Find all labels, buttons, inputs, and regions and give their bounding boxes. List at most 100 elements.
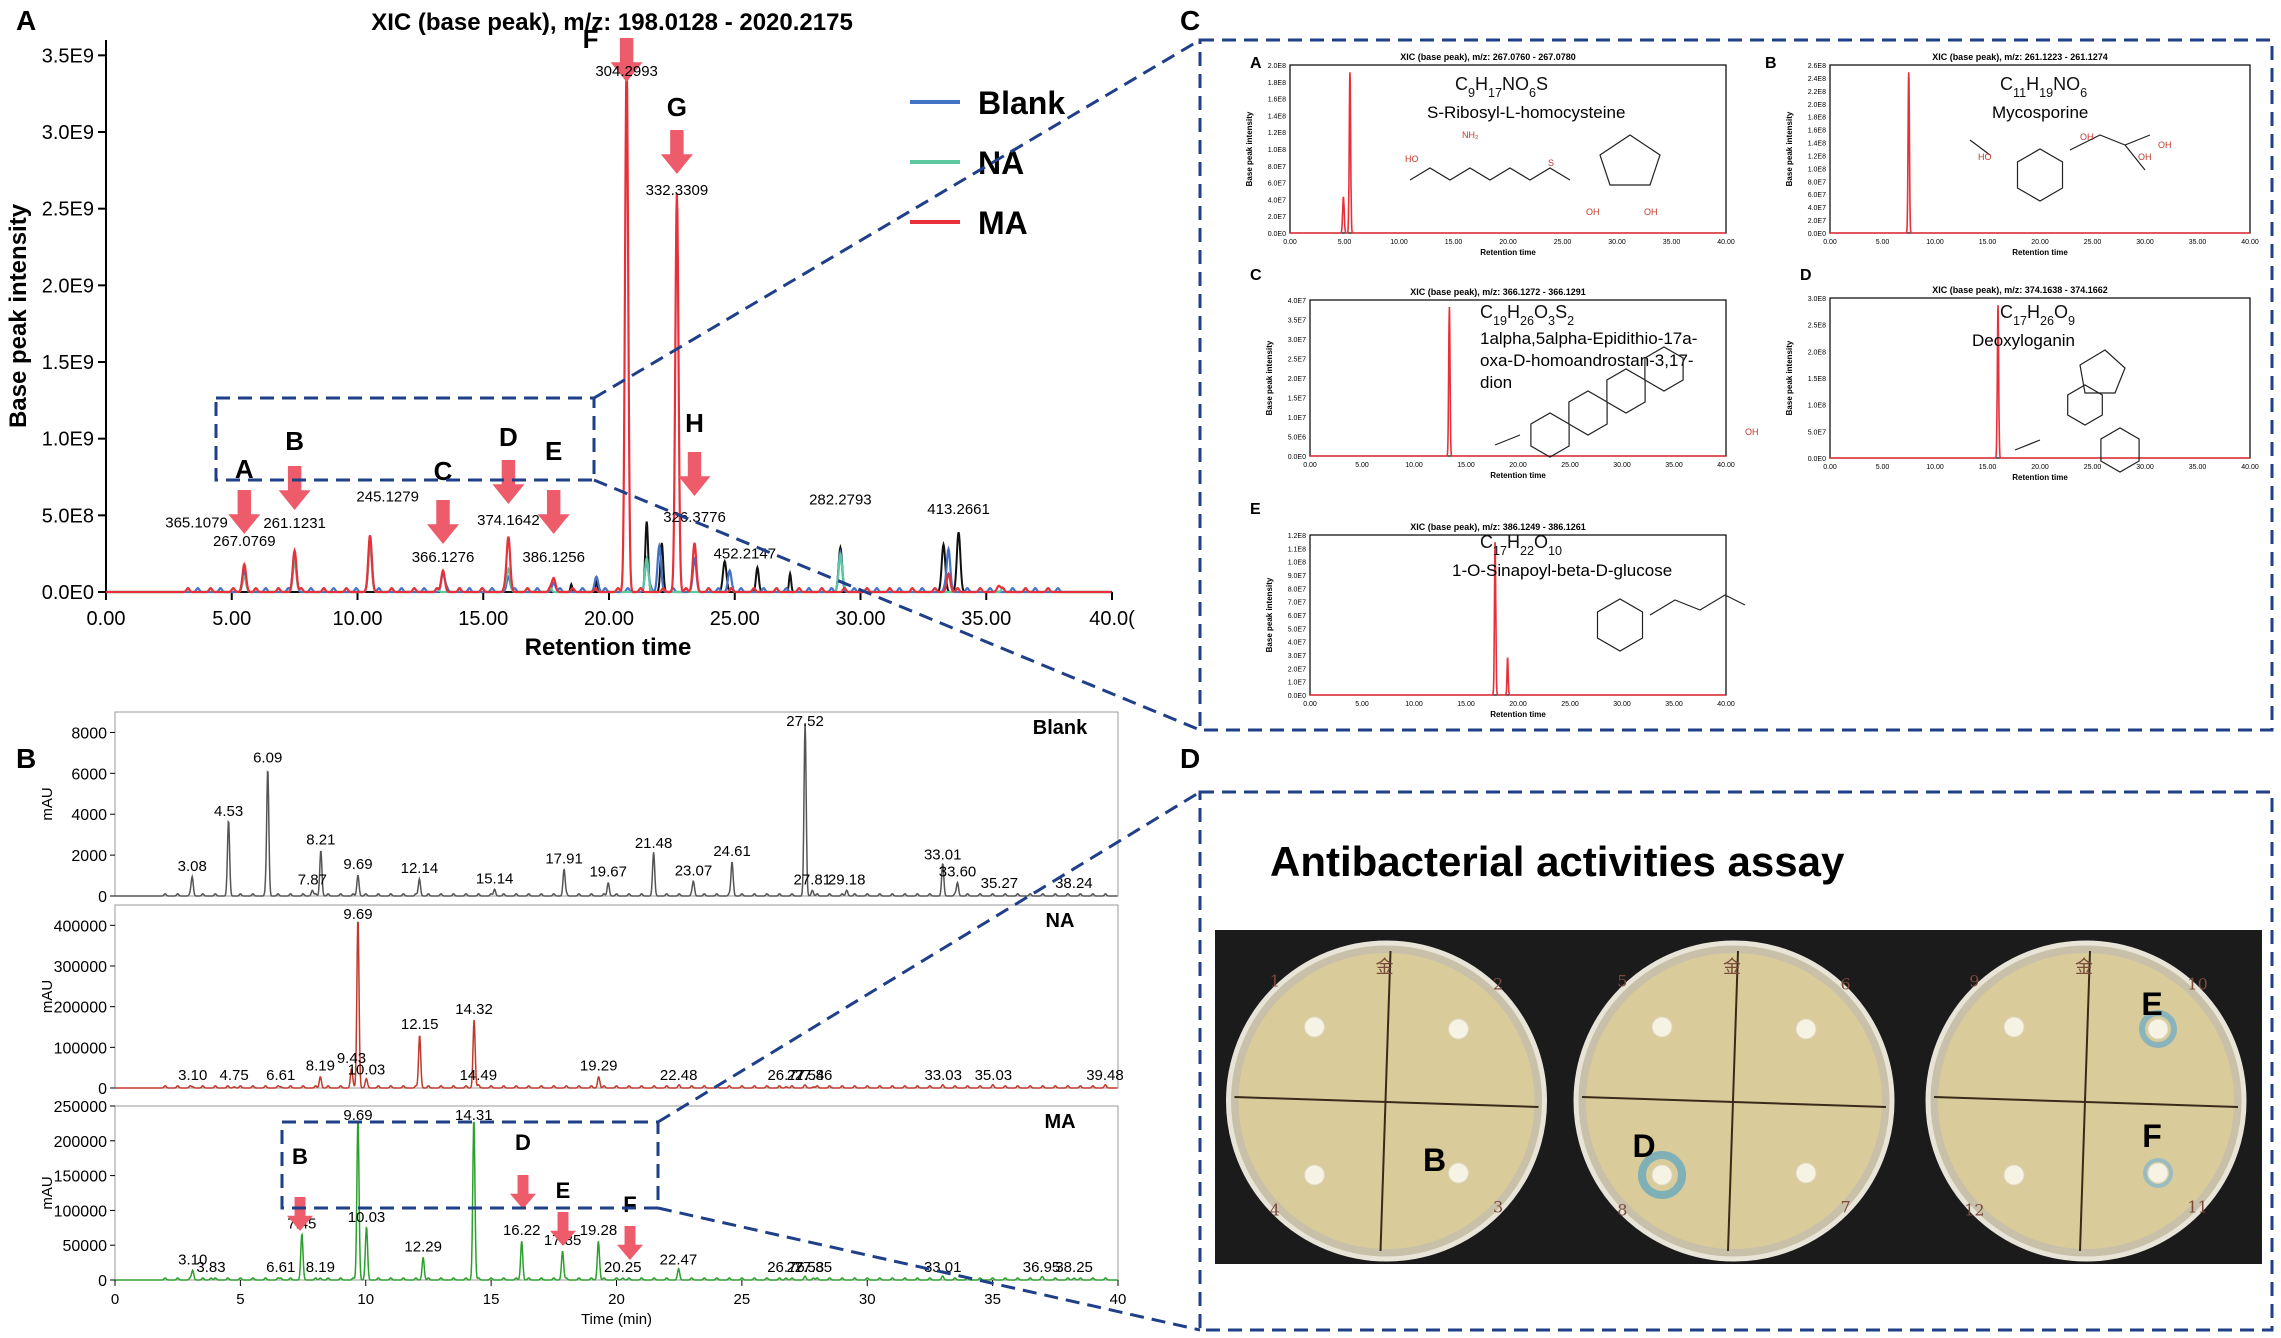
paper-disc	[2147, 1162, 2169, 1184]
panel-c-sub-y-tick: 4.0E7	[1808, 205, 1826, 212]
structure-ring	[2016, 148, 2064, 202]
panel-c-sub-y-tick: 5.0E7	[1808, 429, 1826, 436]
panel-a-x-tick-label: 30.00	[835, 608, 885, 630]
panel-c-sub-x-tick: 20.00	[2031, 239, 2049, 246]
panel-c-sub-y-tick: 1.5E7	[1288, 396, 1306, 403]
legend-label-blank: Blank	[978, 85, 1065, 121]
plate-quadrant-number: 10	[2187, 974, 2207, 993]
panel-c-sub-y-tick: 3.0E7	[1288, 337, 1306, 344]
panel-a-letter: A	[16, 5, 36, 36]
paper-disc	[2003, 1164, 2025, 1186]
panel-b-y-tick-label: 0	[98, 889, 107, 906]
peak-marker-letter: G	[667, 92, 687, 122]
panel-c-sub-title: XIC (base peak), m/z: 267.0760 - 267.078…	[1400, 52, 1576, 62]
plate-quadrant-number: 5	[1617, 971, 1627, 990]
panel-a-x-tick-label: 25.00	[710, 608, 760, 630]
structure-atom-label: OH	[2080, 132, 2094, 142]
paper-disc	[1304, 1164, 1325, 1186]
panel-c-sub-x-tick: 15.00	[1979, 239, 1997, 246]
panel-b-trace-ma	[115, 1121, 1118, 1281]
peak-marker-letter: D	[499, 422, 518, 452]
panel-c-formula: C9H17NO6S	[1455, 74, 1548, 100]
paper-disc	[1448, 1162, 1469, 1184]
paper-disc	[1651, 1164, 1673, 1186]
panel-b-peak-label: 3.83	[196, 1259, 225, 1276]
ma-marker-letter: B	[292, 1144, 308, 1169]
panel-b-trace-name: MA	[1044, 1111, 1075, 1133]
panel-c-sub-x-tick: 5.00	[1355, 701, 1369, 708]
panel-c-sub-y-tick: 1.1E8	[1288, 546, 1306, 553]
panel-b-peak-label: 27.81	[794, 871, 832, 888]
panel-c-sub-x-tick: 35.00	[2189, 239, 2207, 246]
panel-b-peak-label: 35.27	[981, 875, 1019, 892]
panel-b-peak-label: 26.76	[767, 1259, 805, 1276]
panel-c-sub-x-tick: 35.00	[1665, 462, 1683, 469]
panel-c-sub-x-tick: 25.00	[1561, 462, 1579, 469]
panel-a-y-tick-label: 1.5E9	[42, 352, 94, 374]
panel-c-sub-y-tick: 3.0E7	[1288, 653, 1306, 660]
panel-c-sub-x-tick: 10.00	[1405, 701, 1423, 708]
panel-c-sub-x-tick: 25.00	[1561, 701, 1579, 708]
structure-ring	[1599, 134, 1661, 186]
panel-b-peak-label: 27.86	[795, 1067, 833, 1084]
structure-atom-label: HO	[1405, 154, 1419, 164]
panel-c-sub-y-label: Base peak intensity	[1265, 340, 1274, 415]
peak-mz-label: 365.1079	[165, 515, 228, 532]
plate-divider-vertical	[1379, 950, 1392, 1252]
panel-b-peak-label: 7.87	[298, 871, 327, 888]
panel-c-sub-title: XIC (base peak), m/z: 366.1272 - 366.129…	[1410, 287, 1586, 297]
panel-c-sub-x-tick: 20.00	[1509, 462, 1527, 469]
structure-ring	[1596, 598, 1644, 652]
peak-marker-letter: H	[685, 408, 704, 438]
panel-c-structure-sketch	[1596, 594, 1746, 652]
panel-b-y-tick-label: 6000	[71, 766, 107, 783]
panel-b-peak-label: 9.43	[337, 1050, 366, 1067]
ma-marker-arrow	[550, 1212, 576, 1246]
panel-b-peak-label: 3.08	[178, 858, 207, 875]
panel-b-trace-frame	[114, 711, 1119, 897]
panel-c-frame	[1198, 38, 2274, 732]
panel-a-x-tick-label: 40.0(	[1089, 608, 1135, 630]
peak-marker-mz: 261.1231	[263, 515, 326, 532]
panel-c-sub-x-tick: 15.00	[1457, 462, 1475, 469]
panel-c-sub-y-tick: 2.0E8	[1808, 349, 1826, 356]
panel-c-letter: C	[1180, 5, 1200, 36]
structure-atom-label: HO	[1978, 152, 1992, 162]
panel-a-y-axis-label: Base peak intensity	[5, 203, 32, 428]
panel-c-sub-y-tick: 0.0E0	[1808, 456, 1826, 463]
panel-b-peak-label: 27.54	[787, 1067, 825, 1084]
panel-c-sub-y-tick: 2.0E8	[1268, 63, 1286, 70]
panel-b-peak-label: 27.85	[795, 1259, 833, 1276]
panel-a-title: XIC (base peak), m/z: 198.0128 - 2020.21…	[371, 9, 853, 36]
panel-c-structure-sketch	[1969, 134, 2151, 202]
panel-b-trace-frame	[114, 1105, 1119, 1281]
panel-b-peak-label: 19.67	[589, 864, 627, 881]
panel-b-y-tick-label: 400000	[54, 918, 107, 935]
panel-c-sub-y-label: Base peak intensity	[1785, 340, 1794, 415]
panel-c-sub-x-tick: 0.00	[1303, 701, 1317, 708]
panel-c-sub-x-tick: 25.00	[2084, 239, 2102, 246]
panel-c-sub-frame	[1309, 299, 1727, 457]
peak-marker-arrow	[660, 130, 693, 174]
panel-c-structure-sketch	[1409, 134, 1661, 186]
structure-ring	[2100, 427, 2140, 473]
plate-quadrant-number: 11	[2187, 1198, 2207, 1217]
ma-marker-letter: F	[623, 1192, 636, 1217]
paper-disc	[1651, 1016, 1673, 1038]
panel-c-sub-y-label: Base peak intensity	[1265, 577, 1274, 652]
panel-b-peak-label: 4.53	[214, 803, 243, 820]
panel-c-sub-x-tick: 40.00	[1717, 701, 1735, 708]
plate-quadrant-number: 2	[1493, 974, 1503, 993]
panel-c-sub-y-tick: 1.0E8	[1808, 403, 1826, 410]
plate-mark: 金	[1723, 957, 1741, 978]
panel-b-peak-label: 14.31	[455, 1107, 493, 1124]
panel-c-sub-x-tick: 10.00	[1405, 462, 1423, 469]
plate-quadrant-number: 9	[1969, 971, 1979, 990]
plate-quadrant-number: 4	[1270, 1201, 1280, 1220]
panel-a-y-tick-label: 3.5E9	[42, 45, 94, 67]
plate-mark: 金	[1376, 957, 1394, 978]
panel-c-compound-name-line: 1alpha,5alpha-Epidithio-17a-	[1480, 329, 1697, 348]
panel-c-sub-x-tick: 5.00	[1355, 462, 1369, 469]
panel-b-peak-label: 33.01	[924, 1259, 962, 1276]
plate-divider-vertical	[1727, 950, 1739, 1252]
